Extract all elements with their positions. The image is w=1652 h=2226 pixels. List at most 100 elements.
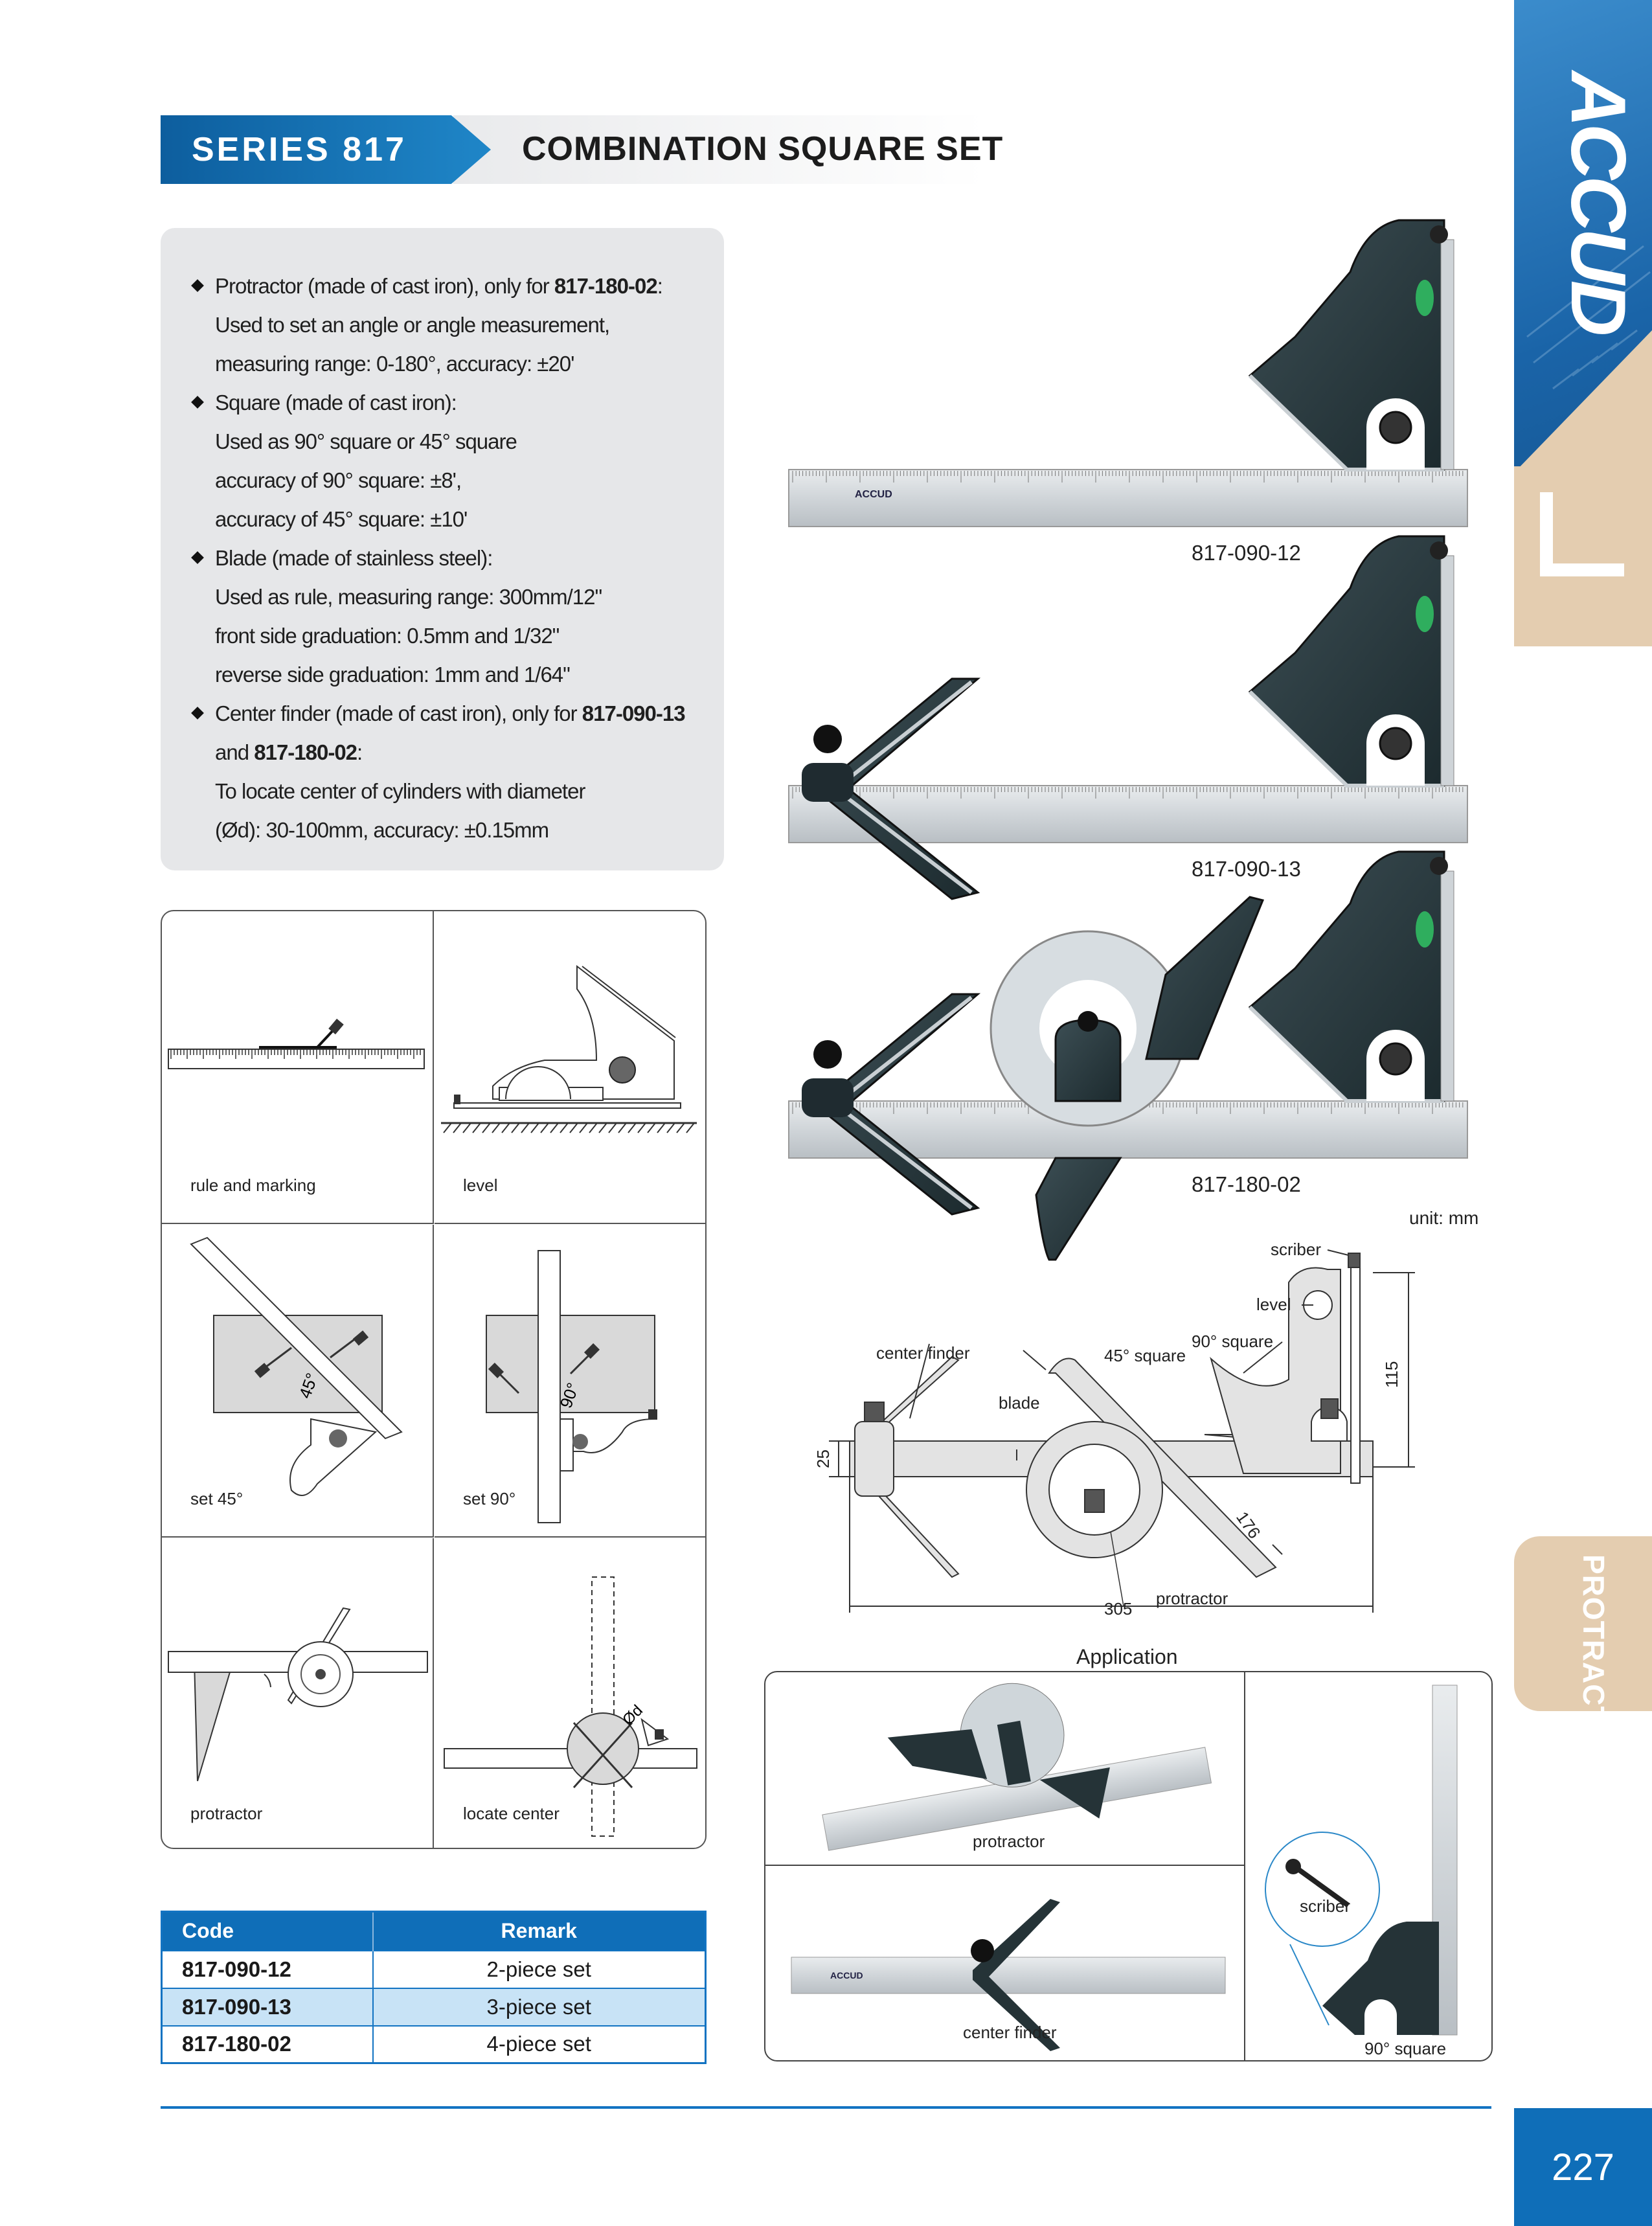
application-photos-art: protractor ACCUD center finder scriber 9… xyxy=(765,1672,1458,2060)
product-817-090-12: ACCUD 817-090-12 xyxy=(788,219,1468,565)
hatch-line xyxy=(511,1122,520,1133)
hatch-line xyxy=(530,1122,539,1133)
ruler-brand: ACCUD xyxy=(855,489,892,500)
product-code-label: 817-180-02 xyxy=(1192,1172,1301,1196)
app-caption: protractor xyxy=(190,1804,263,1823)
feature-detail: Used to set an angle or angle measuremen… xyxy=(215,313,610,337)
app-caption: locate center xyxy=(463,1804,560,1823)
center-finder-label: center finder xyxy=(876,1343,970,1363)
dimension-diagram: unit: mm xyxy=(813,1208,1478,1618)
application-title: Application xyxy=(1076,1645,1178,1668)
feature-code: 817-180-02 xyxy=(254,740,357,764)
hatch-line xyxy=(472,1122,481,1133)
feature-detail: reverse side graduation: 1mm and 1/64" xyxy=(215,663,571,687)
hatch-line xyxy=(560,1122,569,1133)
feature-code: 817-180-02 xyxy=(554,274,658,298)
brand-tab: ACCUD xyxy=(1514,0,1652,646)
feature-protractor: Protractor (made of cast iron), only for… xyxy=(188,267,705,383)
feature-text: and xyxy=(215,740,255,764)
code-table: Code Remark 817-090-12 2-piece set 817-0… xyxy=(161,1911,707,2064)
hatch-line xyxy=(453,1122,462,1133)
ruler-brand: ACCUD xyxy=(830,1970,863,1981)
feature-text: : xyxy=(357,740,363,764)
unit-label: unit: mm xyxy=(1409,1208,1478,1228)
hatch-line xyxy=(579,1122,588,1133)
hatch-line xyxy=(482,1122,491,1133)
dim-25: 25 xyxy=(813,1449,833,1468)
hatch-line xyxy=(540,1122,549,1133)
app-caption: set 90° xyxy=(463,1489,516,1508)
brand-blue-panel: ACCUD xyxy=(1514,0,1652,466)
hatch-line xyxy=(521,1122,530,1133)
product-817-180-02: 817-180-02 xyxy=(788,850,1468,1261)
level-icon xyxy=(441,964,697,1133)
feature-text: Protractor (made of cast iron), only for xyxy=(215,274,554,298)
feature-detail: Used as rule, measuring range: 300mm/12" xyxy=(215,585,602,609)
photo-center-finder-label: center finder xyxy=(963,2023,1057,2042)
feature-text: Center finder (made of cast iron), only … xyxy=(215,701,582,725)
hatch-line xyxy=(598,1122,607,1133)
photo-scriber-label: scriber xyxy=(1300,1896,1350,1916)
table-cell-remark: 2-piece set xyxy=(372,1949,706,1988)
hatch-line xyxy=(569,1122,578,1133)
photo-protractor-label: protractor xyxy=(973,1832,1045,1851)
feature-text: : xyxy=(657,274,663,298)
blade-label: blade xyxy=(999,1393,1040,1413)
hatch-line xyxy=(443,1122,452,1133)
protractor-app-icon xyxy=(168,1607,428,1782)
header-band xyxy=(453,115,984,184)
feature-detail: measuring range: 0-180°, accuracy: ±20' xyxy=(215,352,574,376)
app-cell-rule-marking: rule and marking xyxy=(162,911,434,1224)
app-cell-level: level xyxy=(435,911,705,1224)
application-photos: protractor ACCUD center finder scriber 9… xyxy=(764,1671,1493,2061)
hatch-line xyxy=(666,1122,675,1133)
square-90-label: 90° square xyxy=(1192,1332,1273,1351)
photo-square-90-label: 90° square xyxy=(1364,2039,1446,2058)
table-cell-remark: 4-piece set xyxy=(372,2025,706,2063)
app-caption: set 45° xyxy=(190,1489,243,1508)
hatch-line xyxy=(462,1122,471,1133)
set-45-icon: 45° xyxy=(190,1236,403,1496)
page-title: COMBINATION SQUARE SET xyxy=(522,130,1004,168)
hatch-line xyxy=(492,1122,501,1133)
hatch-line xyxy=(657,1122,666,1133)
set-90-icon: 90° xyxy=(486,1250,657,1523)
table-cell-code: 817-090-13 xyxy=(161,1987,374,2026)
bullet-icon xyxy=(191,551,204,564)
app-caption: level xyxy=(463,1175,498,1195)
app-cell-set-90: 90° set 90° xyxy=(435,1225,705,1538)
product-code-label: 817-090-13 xyxy=(1192,857,1301,881)
locate-center-icon: Ød xyxy=(444,1576,697,1837)
bullet-icon xyxy=(191,279,204,292)
rule-marking-icon xyxy=(168,1018,425,1069)
section-letter-icon xyxy=(1540,492,1624,576)
features-box: Protractor (made of cast iron), only for… xyxy=(161,228,724,870)
hatch-line xyxy=(501,1122,510,1133)
app-cell-set-45: 45° set 45° xyxy=(162,1225,434,1538)
app-caption: rule and marking xyxy=(190,1175,316,1195)
hatch-line xyxy=(550,1122,559,1133)
feature-detail: accuracy of 45° square: ±10' xyxy=(215,507,468,531)
protractor-label: protractor xyxy=(1156,1589,1228,1608)
feature-detail: accuracy of 90° square: ±8', xyxy=(215,468,462,492)
hatch-line xyxy=(608,1122,617,1133)
dim-305: 305 xyxy=(1104,1599,1132,1618)
series-label: SERIES 817 xyxy=(192,131,407,168)
product-code-label: 817-090-12 xyxy=(1192,541,1301,565)
category-tab[interactable]: PROTRACTOR xyxy=(1514,1536,1652,1771)
level-label: level xyxy=(1256,1295,1291,1314)
table-cell-remark: 3-piece set xyxy=(372,1987,706,2026)
table-header-code: Code xyxy=(161,1911,374,1951)
hatch-line xyxy=(637,1122,646,1133)
product-817-090-13: 817-090-13 xyxy=(788,535,1468,900)
feature-center-finder: Center finder (made of cast iron), only … xyxy=(188,694,705,850)
hatch-line xyxy=(618,1122,627,1133)
app-cell-locate-center: Ød locate center xyxy=(435,1538,705,1848)
series-badge: SERIES 817 xyxy=(161,115,491,184)
application-grid: rule and marking level 45° se xyxy=(161,910,707,1849)
table-header-row: Code Remark xyxy=(161,1911,706,1951)
dim-height: 115 xyxy=(1382,1361,1401,1388)
hatch-line xyxy=(676,1122,685,1133)
app-cell-protractor: protractor xyxy=(162,1538,434,1848)
hatch-line xyxy=(589,1122,598,1133)
